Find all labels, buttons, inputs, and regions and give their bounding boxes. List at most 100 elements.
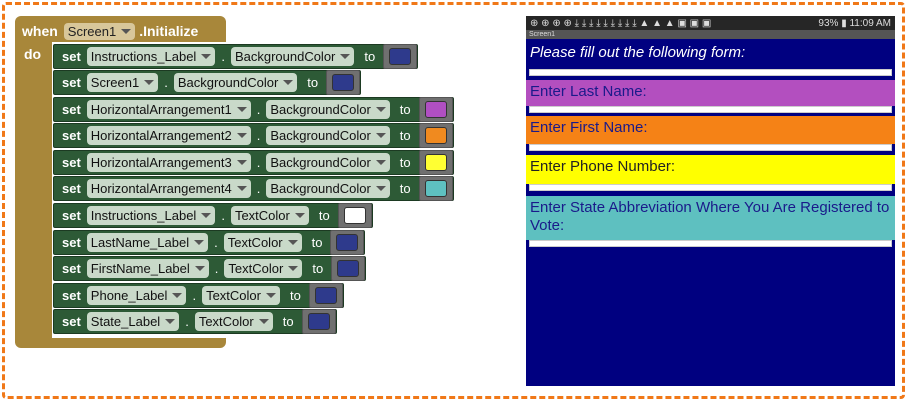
- component-dropdown[interactable]: State_Label: [86, 312, 180, 331]
- property-dropdown[interactable]: BackgroundColor: [266, 153, 390, 172]
- chevron-down-icon: [236, 133, 247, 138]
- color-swatch[interactable]: [336, 234, 359, 251]
- set-keyword: set: [62, 314, 81, 329]
- color-block[interactable]: [418, 123, 453, 148]
- color-swatch[interactable]: [424, 180, 447, 197]
- property-dropdown[interactable]: TextColor: [202, 286, 280, 305]
- color-swatch[interactable]: [337, 260, 360, 277]
- set-keyword: set: [62, 181, 81, 196]
- property-dropdown[interactable]: BackgroundColor: [173, 73, 298, 92]
- property-dropdown[interactable]: BackgroundColor: [230, 47, 355, 66]
- last-name-textbox[interactable]: [529, 106, 892, 113]
- property-dropdown[interactable]: TextColor: [194, 312, 273, 331]
- dot-separator: .: [256, 128, 261, 143]
- property-dropdown[interactable]: BackgroundColor: [266, 100, 390, 119]
- property-dropdown[interactable]: BackgroundColor: [266, 126, 390, 145]
- component-dropdown[interactable]: HorizontalArrangement2: [86, 126, 251, 145]
- chevron-down-icon: [165, 319, 176, 324]
- property-dropdown[interactable]: TextColor: [224, 259, 303, 278]
- property-name: BackgroundColor: [270, 128, 371, 143]
- set-keyword: set: [62, 208, 81, 223]
- color-block[interactable]: [331, 256, 366, 281]
- dot-separator: .: [214, 235, 218, 250]
- first-name-textbox[interactable]: [529, 144, 892, 151]
- component-dropdown[interactable]: LastName_Label: [86, 233, 209, 252]
- phone-number-textbox[interactable]: [529, 184, 892, 191]
- set-block-8[interactable]: set LastName_Label. TextColor to: [53, 230, 366, 255]
- phone-number-label: Enter Phone Number:: [526, 155, 895, 184]
- property-name: TextColor: [234, 208, 290, 223]
- component-dropdown[interactable]: Instructions_Label: [86, 47, 216, 66]
- color-swatch[interactable]: [332, 74, 355, 91]
- color-swatch[interactable]: [389, 48, 412, 65]
- to-keyword: to: [282, 314, 294, 329]
- color-swatch[interactable]: [424, 154, 447, 171]
- property-dropdown[interactable]: TextColor: [230, 206, 309, 225]
- component-dropdown[interactable]: Instructions_Label: [86, 206, 216, 225]
- dashed-frame: [2, 2, 905, 399]
- component-name: FirstName_Label: [90, 261, 190, 276]
- property-name: BackgroundColor: [270, 102, 371, 117]
- property-dropdown[interactable]: TextColor: [223, 233, 302, 252]
- color-swatch[interactable]: [424, 101, 447, 118]
- set-keyword: set: [62, 235, 81, 250]
- component-dropdown[interactable]: HorizontalArrangement4: [86, 179, 251, 198]
- do-keyword: do: [24, 46, 42, 62]
- property-name: BackgroundColor: [177, 75, 279, 90]
- instructions-textbox[interactable]: [529, 69, 892, 76]
- set-keyword: set: [62, 155, 81, 170]
- color-block[interactable]: [326, 70, 361, 95]
- color-swatch[interactable]: [307, 313, 330, 330]
- property-dropdown[interactable]: BackgroundColor: [266, 179, 390, 198]
- color-block[interactable]: [301, 309, 336, 334]
- component-name: HorizontalArrangement2: [90, 128, 232, 143]
- component-name: HorizontalArrangement1: [90, 102, 232, 117]
- chevron-down-icon: [294, 213, 305, 218]
- state-abbreviation-textbox[interactable]: [529, 240, 892, 247]
- to-keyword: to: [364, 49, 376, 64]
- color-swatch[interactable]: [343, 207, 366, 224]
- clock: 11:09 AM: [849, 17, 891, 29]
- to-keyword: to: [311, 235, 323, 250]
- component-dropdown[interactable]: Screen1: [63, 22, 136, 40]
- component-dropdown[interactable]: Phone_Label: [86, 286, 187, 305]
- to-keyword: to: [399, 155, 411, 170]
- state-abbreviation-label: Enter State Abbreviation Where You Are R…: [526, 196, 895, 240]
- color-block[interactable]: [418, 97, 453, 122]
- property-name: TextColor: [206, 288, 261, 303]
- dot-separator: .: [164, 75, 168, 90]
- color-block[interactable]: [418, 176, 453, 201]
- chevron-down-icon: [288, 266, 299, 271]
- color-block[interactable]: [308, 283, 343, 308]
- component-name: HorizontalArrangement4: [90, 181, 232, 196]
- chevron-down-icon: [121, 28, 132, 34]
- color-block[interactable]: [337, 203, 372, 228]
- to-keyword: to: [399, 181, 411, 196]
- chevron-down-icon: [283, 80, 294, 85]
- chevron-down-icon: [194, 240, 205, 245]
- color-block[interactable]: [330, 230, 365, 255]
- battery-level: 93%: [818, 17, 839, 29]
- component-dropdown[interactable]: Screen1: [86, 73, 159, 92]
- chevron-down-icon: [375, 133, 386, 138]
- component-dropdown[interactable]: FirstName_Label: [86, 259, 209, 278]
- color-block[interactable]: [418, 150, 453, 175]
- color-swatch[interactable]: [424, 127, 447, 144]
- color-block[interactable]: [383, 44, 418, 69]
- chevron-down-icon: [375, 186, 386, 191]
- component-dropdown[interactable]: HorizontalArrangement1: [86, 100, 251, 119]
- component-name: Instructions_Label: [90, 49, 197, 64]
- color-swatch[interactable]: [314, 287, 337, 304]
- component-dropdown[interactable]: HorizontalArrangement3: [86, 153, 251, 172]
- property-name: TextColor: [227, 235, 283, 250]
